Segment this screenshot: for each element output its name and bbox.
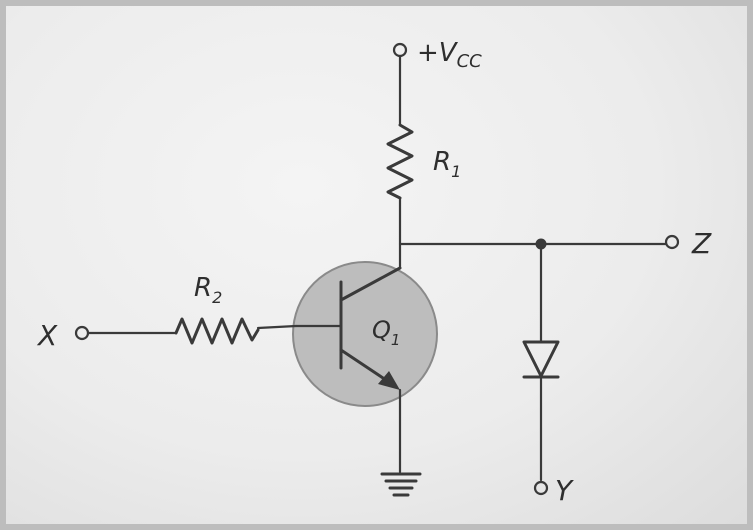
y-label: Y [555, 474, 574, 507]
y-terminal [533, 480, 549, 496]
z-label: Z [691, 227, 712, 260]
collector-lead [339, 266, 402, 302]
r2-label: R2 [194, 273, 222, 307]
x-label: X [36, 319, 58, 352]
q1-label: Q1 [372, 316, 400, 349]
z-terminal [664, 234, 680, 250]
vcc-terminal [392, 42, 408, 58]
diode [522, 340, 560, 378]
r1-label: R1 [433, 147, 461, 181]
r1-resistor [386, 123, 414, 200]
transistor-body [292, 261, 438, 407]
x-terminal [74, 325, 90, 341]
r2-to-base-wire [256, 324, 298, 330]
emitter-arrow-icon [378, 371, 400, 390]
vcc-label: +VCC [417, 38, 482, 72]
r2-resistor [174, 317, 260, 345]
